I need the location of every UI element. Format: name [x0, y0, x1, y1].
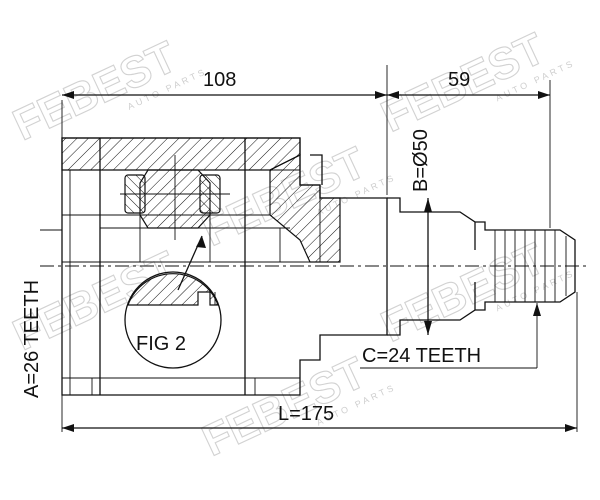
- top-dimensions: 108 59: [61, 65, 551, 228]
- teeth-c-callout: C=24 TEETH: [360, 303, 541, 369]
- teeth-a-callout: A=26 TEETH: [21, 229, 62, 398]
- dim-label-59: 59: [448, 69, 470, 91]
- watermark-2: FEBEST AUTO PARTS: [374, 23, 577, 142]
- outer-race-housing: [61, 137, 388, 396]
- diameter-dimension: B=Ø50: [410, 129, 432, 335]
- teeth-c-label: C=24 TEETH: [362, 345, 481, 367]
- fig2-detail: FIG 2: [124, 235, 222, 369]
- teeth-a-label: A=26 TEETH: [21, 280, 43, 398]
- total-length-dimension: L=175: [61, 292, 578, 432]
- total-length-label: L=175: [278, 403, 334, 425]
- dim-label-108: 108: [203, 69, 236, 91]
- diameter-label: B=Ø50: [410, 129, 432, 192]
- fig2-label: FIG 2: [136, 333, 186, 355]
- tripod-roller: [120, 155, 230, 240]
